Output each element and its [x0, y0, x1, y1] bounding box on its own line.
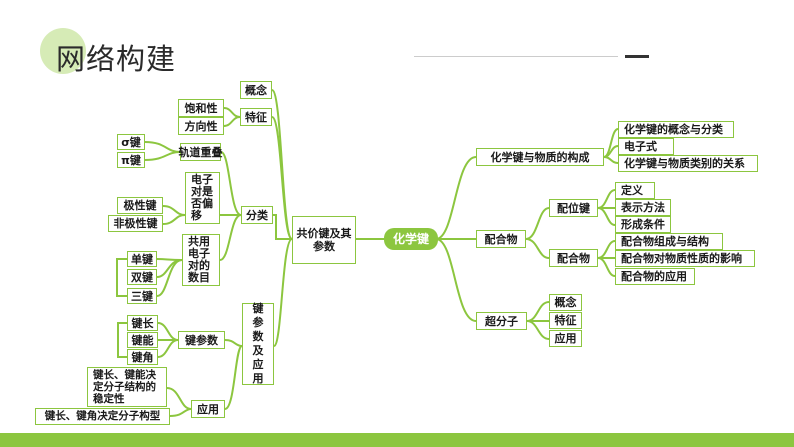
node-directionality: 方向性 — [178, 117, 224, 135]
node-bond-concept-classification: 化学键的概念与分类 — [618, 121, 734, 138]
node-triple-bond: 三键 — [127, 288, 157, 304]
node-bond-matter-relation: 化学键与物质类别的关系 — [618, 155, 758, 172]
node-complex-sub: 配合物 — [549, 249, 598, 267]
link-bp-angle — [157, 339, 179, 358]
link-app-stability — [166, 387, 192, 410]
link-cx-item1 — [597, 240, 616, 259]
link-app-shape — [169, 408, 192, 417]
node-double-bond: 双键 — [127, 269, 157, 285]
node-app-stability: 键长、键能决定分子结构的稳定性 — [87, 367, 167, 407]
link-coord-cond — [597, 207, 616, 226]
link-tezheng-bhx — [223, 107, 241, 118]
node-bond-length: 键长 — [127, 315, 158, 331]
link-center-bondmatter — [435, 156, 477, 240]
node-formation-conditions: 形成条件 — [615, 216, 671, 233]
node-pi-bond: π键 — [117, 152, 145, 168]
link-supra-gainian — [526, 301, 550, 322]
title-decoration — [40, 28, 86, 74]
link-shift-polar — [162, 205, 186, 216]
node-saturation: 饱和性 — [178, 99, 224, 117]
link-main-tezheng — [271, 116, 293, 240]
bottom-accent-bar — [0, 433, 794, 447]
link-pairs-left — [116, 258, 128, 297]
link-classify-orbital — [220, 151, 242, 216]
node-classification: 分类 — [241, 206, 273, 224]
node-complex-applications: 配合物的应用 — [615, 268, 695, 285]
node-electron-shift: 电子对是否偏移 — [185, 172, 220, 224]
link-classify-pairs — [219, 214, 242, 261]
node-sigma-bond: σ键 — [117, 134, 145, 150]
link-params-bondparams — [224, 339, 243, 347]
title-dash — [625, 55, 649, 58]
link-orbital-sigma — [144, 141, 181, 153]
node-covalent-bond-params: 共价键及其参数 — [292, 216, 356, 264]
node-single-bond: 单键 — [127, 251, 157, 267]
node-supra-concept: 概念 — [549, 294, 582, 311]
node-shared-pairs: 共用电子对的数目 — [182, 234, 220, 286]
node-bond-and-matter: 化学键与物质的构成 — [476, 148, 604, 166]
link-shift-nonpolar — [162, 214, 186, 225]
link-main-params — [273, 238, 293, 347]
link-params-app — [224, 345, 243, 410]
node-complex-properties: 配合物对物质性质的影响 — [615, 250, 755, 267]
node-orbital-overlap: 轨道重叠 — [179, 143, 223, 161]
center-node-chemical-bond: 化学键 — [384, 228, 438, 250]
link-center-supra — [435, 238, 477, 322]
node-electron-formula: 电子式 — [618, 138, 674, 155]
node-feature: 特征 — [240, 108, 272, 126]
page-title: 网络构建 — [56, 42, 177, 76]
node-complex: 配合物 — [476, 230, 526, 248]
link-orbital-pi — [144, 151, 181, 161]
node-bond-energy: 键能 — [127, 332, 158, 348]
node-bond-params: 键参数 — [178, 331, 225, 349]
link-coord-def — [597, 189, 616, 209]
link-cx-item3 — [597, 257, 616, 277]
node-application: 应用 — [191, 400, 225, 418]
node-definition: 定义 — [615, 182, 655, 199]
node-representation: 表示方法 — [615, 199, 671, 216]
node-bond-params-application: 键参数及应用 — [242, 302, 274, 385]
link-tezheng-fxx — [223, 116, 241, 127]
node-nonpolar-bond: 非极性键 — [108, 215, 163, 232]
node-supra-feature: 特征 — [549, 312, 582, 329]
node-polar-bond: 极性键 — [117, 197, 163, 214]
link-pairs-triple — [156, 259, 183, 297]
link-bp-length — [157, 322, 179, 341]
node-supra-application: 应用 — [549, 330, 582, 347]
node-coordination-bond: 配位键 — [549, 199, 598, 217]
link-complex-coord — [525, 207, 550, 240]
link-complex-complex — [525, 238, 550, 259]
link-bm-item3 — [603, 156, 619, 164]
link-main-classify — [272, 214, 293, 240]
node-concept: 概念 — [240, 81, 272, 99]
node-app-shape: 键长、键角决定分子构型 — [35, 408, 170, 425]
link-bp-left — [117, 322, 128, 358]
node-bond-angle: 键角 — [127, 349, 158, 365]
node-complex-structure: 配合物组成与结构 — [615, 233, 723, 250]
title-divider — [414, 56, 618, 57]
node-supramolecule: 超分子 — [476, 312, 527, 330]
link-supra-yingyong — [526, 320, 550, 340]
